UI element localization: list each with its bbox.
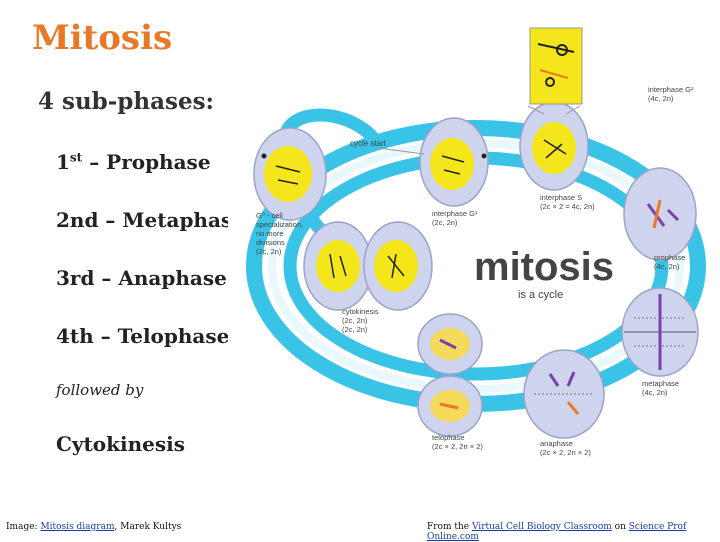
cell-interphase-g1-upper [419,117,489,207]
label-cycle-start: cycle start [350,139,387,148]
label-cytokinesis: cytokinesis (2c, 2n) (2c, 2n) [342,307,379,334]
label-line: (2c, 2n) [432,218,458,227]
label-interphase-s: interphase S (2c × 2 = 4c, 2n) [540,193,595,211]
phase-name: – Metaphase [98,208,245,232]
label-g0-line: specialization, [256,220,303,229]
label-g0-line: G⁰ - cell [256,211,283,220]
label-line: cytokinesis [342,307,379,316]
phase-ordinal: st [69,150,83,165]
label-g0: G⁰ - cell specialization, no more divisi… [256,211,303,256]
label-line: (2c × 2, 2n × 2) [432,442,483,451]
label-line: (2c × 2 = 4c, 2n) [540,202,595,211]
slide-subtitle: 4 sub-phases: [38,88,215,115]
phase-number: 1 [56,150,70,174]
source-credit: From the Virtual Cell Biology Classroom … [427,522,720,542]
label-telophase: telophase (2c × 2, 2n × 2) [432,433,483,451]
label-line: (2c × 2, 2n × 2) [540,448,591,457]
credit-author: , Marek Kultys [114,522,182,532]
label-anaphase: anaphase (2c × 2, 2n × 2) [540,439,591,457]
slide-title: Mitosis [32,18,173,58]
cell-interphase-g1 [363,221,433,311]
cell-prophase [623,167,697,261]
label-g0-line: divisions [256,238,285,247]
label-line: interphase S [540,193,582,202]
phase-anaphase: 3rd – Anaphase [56,266,227,290]
cell-g0-mid [303,221,373,311]
mitosis-cycle-diagram: mitosis is a cycle cycle start G⁰ - cell… [228,14,720,474]
label-metaphase: metaphase (4c, 2n) [642,379,679,397]
phase-prophase: 1st – Prophase [56,150,211,174]
phase-telophase: 4th – Telophase [56,324,229,348]
image-credit: Image: Mitosis diagram, Marek Kultys [6,522,181,532]
cell-g0-top [253,127,327,221]
cell-interphase-s [519,101,589,191]
phase-number: 2nd [56,208,99,232]
label-line: (4c, 2n) [648,94,674,103]
label-line: anaphase [540,439,573,448]
label-line: (4c, 2n) [642,388,668,397]
label-line: (2c, 2n) [342,316,368,325]
phase-metaphase: 2nd – Metaphase [56,208,245,232]
label-line: (4c, 2n) [654,262,680,271]
diagram-center-title: mitosis [474,245,614,289]
diagram-center-subtitle: is a cycle [518,289,563,301]
credit-prefix: From the [427,522,472,532]
phase-name: – Anaphase [94,266,227,290]
credit-prefix: Image: [6,522,41,532]
credit-mid: on [611,522,629,532]
mitosis-diagram-link[interactable]: Mitosis diagram [40,522,115,532]
label-interphase-g1: interphase G¹ (2c, 2n) [432,209,478,227]
label-line: prophase [654,253,685,262]
label-line: (2c, 2n) [342,325,368,334]
label-line: interphase G² [648,85,694,94]
scienceprofonline-link[interactable]: Science Prof Online.com [427,522,687,542]
followed-by-text: followed by [56,381,144,399]
phase-number: 4th [56,324,94,348]
label-line: interphase G¹ [432,209,478,218]
label-line: metaphase [642,379,679,388]
label-g0-line: no more [256,229,284,238]
virtual-cell-biology-link[interactable]: Virtual Cell Biology Classroom [471,522,612,532]
cytokinesis-heading: Cytokinesis [56,432,185,456]
label-interphase-g2: interphase G² (4c, 2n) [648,85,694,103]
cell-telophase [417,313,483,437]
phase-name: – Telophase [93,324,230,348]
chromosome-zoom-inset [529,27,583,105]
phase-number: 3rd [56,266,95,290]
label-prophase: prophase (4c, 2n) [654,253,685,271]
phase-name: – Prophase [82,150,211,174]
label-line: telophase [432,433,465,442]
label-g0-line: (2c, 2n) [256,247,282,256]
cell-metaphase [621,287,699,377]
cell-anaphase [523,349,605,439]
